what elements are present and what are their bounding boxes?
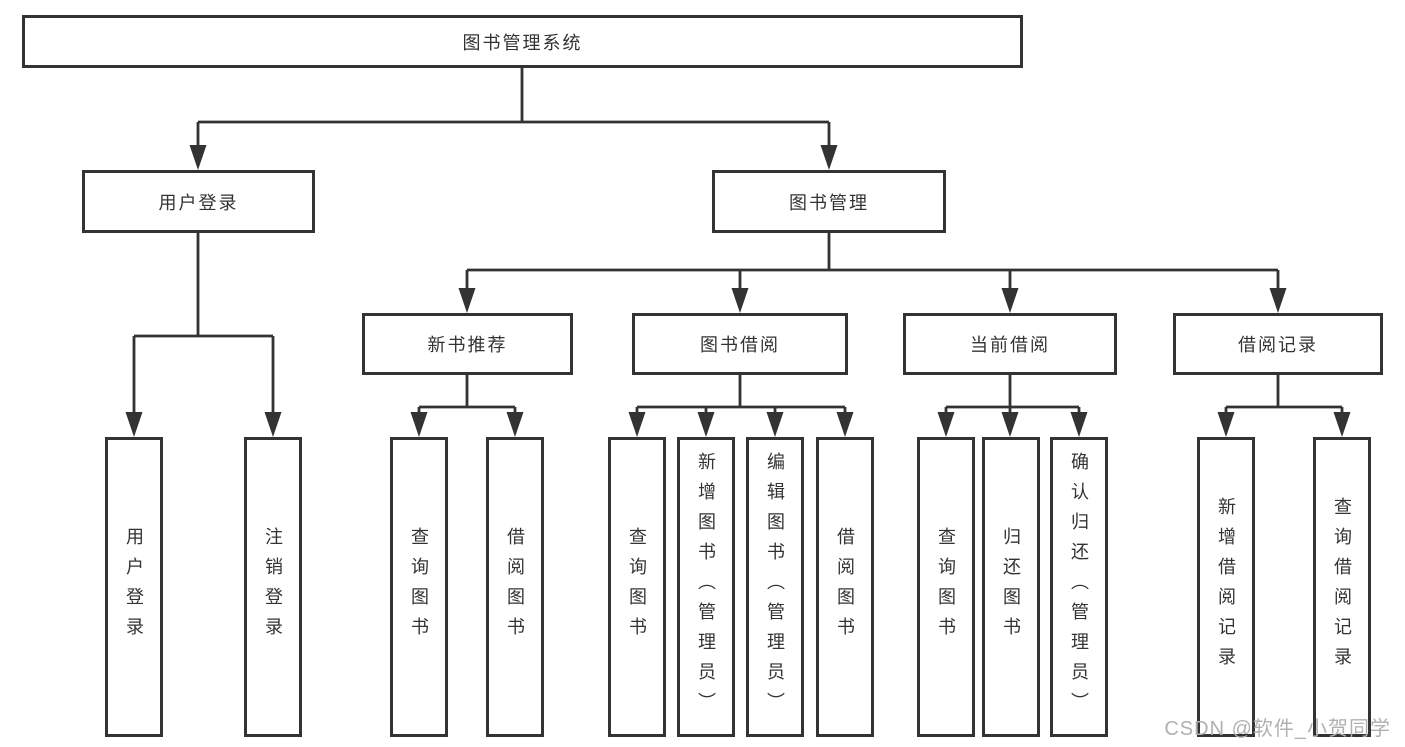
node-label: 图书管理 (789, 192, 869, 213)
csdn-watermark: CSDN @软件_小贺同学 (1164, 718, 1391, 740)
connector-book-borrowing-children (628, 375, 854, 437)
connector-root-to-level2 (189, 68, 838, 170)
node-label: 查询图书 (936, 527, 956, 647)
leaf-edit-book-admin: 编辑图书（管理员） (746, 437, 804, 737)
arrowhead (125, 412, 143, 437)
leaf-user-login: 用户登录 (105, 437, 163, 737)
leaf-query-books-recommend: 查询图书 (390, 437, 448, 737)
leaf-confirm-return-admin: 确认归还（管理员） (1050, 437, 1108, 737)
arrowhead (1070, 412, 1088, 437)
arrowhead (1269, 288, 1287, 313)
node-book-management: 图书管理 (712, 170, 946, 233)
node-label: 图书管理系统 (462, 32, 583, 53)
leaf-return-book: 归还图书 (982, 437, 1040, 737)
arrowhead (766, 412, 784, 437)
leaf-borrow-books: 借阅图书 (816, 437, 874, 737)
leaf-query-books-current: 查询图书 (917, 437, 975, 737)
node-label: 图书借阅 (700, 335, 780, 355)
arrowhead (1333, 412, 1351, 437)
arrowhead (731, 288, 749, 313)
connector-user-login-children (125, 233, 282, 437)
connector-borrow-records-children (1217, 375, 1351, 437)
arrowhead (506, 412, 524, 437)
arrowhead (264, 412, 282, 437)
arrowhead (937, 412, 955, 437)
arrowhead (189, 145, 207, 170)
node-label: 确认归还（管理员） (1069, 452, 1089, 722)
node-label: 新增借阅记录 (1216, 497, 1236, 677)
node-label: 借阅图书 (835, 527, 855, 647)
node-current-borrowing: 当前借阅 (903, 313, 1117, 375)
leaf-logout: 注销登录 (244, 437, 302, 737)
leaf-add-book-admin: 新增图书（管理员） (677, 437, 735, 737)
leaf-add-borrow-record: 新增借阅记录 (1197, 437, 1255, 737)
leaf-borrow-books-recommend: 借阅图书 (486, 437, 544, 737)
node-label: 用户登录 (158, 192, 239, 213)
arrowhead (410, 412, 428, 437)
node-book-borrowing: 图书借阅 (632, 313, 848, 375)
node-label: 借阅记录 (1238, 335, 1318, 355)
arrowhead (1001, 412, 1019, 437)
node-label: 用户登录 (124, 527, 144, 647)
arrowhead (836, 412, 854, 437)
node-label: 查询图书 (627, 527, 647, 647)
node-label: 编辑图书（管理员） (765, 452, 785, 722)
node-user-login: 用户登录 (82, 170, 315, 233)
arrowhead (820, 145, 838, 170)
node-label: 借阅图书 (505, 527, 525, 647)
arrowhead (628, 412, 646, 437)
leaf-query-borrow-record: 查询借阅记录 (1313, 437, 1371, 737)
node-label: 新增图书（管理员） (696, 452, 716, 722)
node-new-book-recommend: 新书推荐 (362, 313, 573, 375)
arrowhead (458, 288, 476, 313)
leaf-query-books-borrowing: 查询图书 (608, 437, 666, 737)
node-root: 图书管理系统 (22, 15, 1023, 68)
node-label: 归还图书 (1001, 527, 1021, 647)
node-label: 新书推荐 (427, 335, 508, 355)
node-label: 注销登录 (263, 527, 283, 647)
arrowhead (697, 412, 715, 437)
connector-current-borrowing-children (937, 375, 1088, 437)
connector-book-management-children (458, 233, 1287, 313)
node-label: 查询图书 (409, 527, 429, 647)
node-label: 查询借阅记录 (1332, 497, 1352, 677)
arrowhead (1001, 288, 1019, 313)
arrowhead (1217, 412, 1235, 437)
node-label: 当前借阅 (970, 335, 1050, 355)
node-borrow-records: 借阅记录 (1173, 313, 1383, 375)
connector-new-book-recommend-children (410, 375, 524, 437)
